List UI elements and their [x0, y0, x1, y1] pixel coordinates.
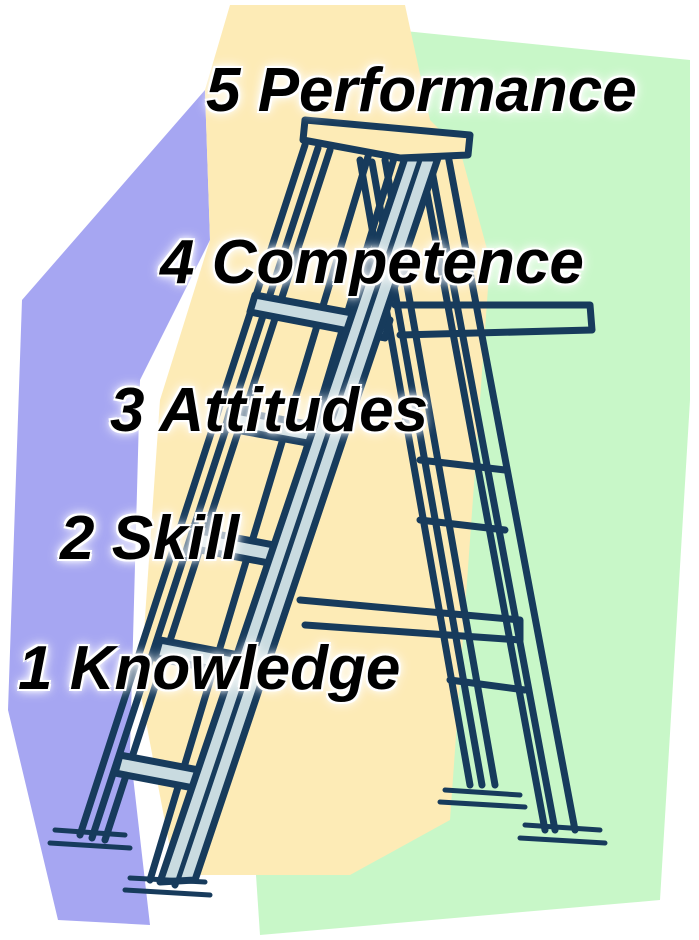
stepladder-icon	[47, 116, 608, 898]
step-2-label: 2 Skill	[60, 504, 240, 573]
blue-panel	[8, 90, 210, 925]
step-4-label: 4 Competence	[160, 228, 584, 297]
step-5-label: 5 Performance	[206, 56, 637, 125]
step-1-label: 1 Knowledge	[18, 634, 401, 703]
step-3-label: 3 Attitudes	[110, 376, 429, 445]
